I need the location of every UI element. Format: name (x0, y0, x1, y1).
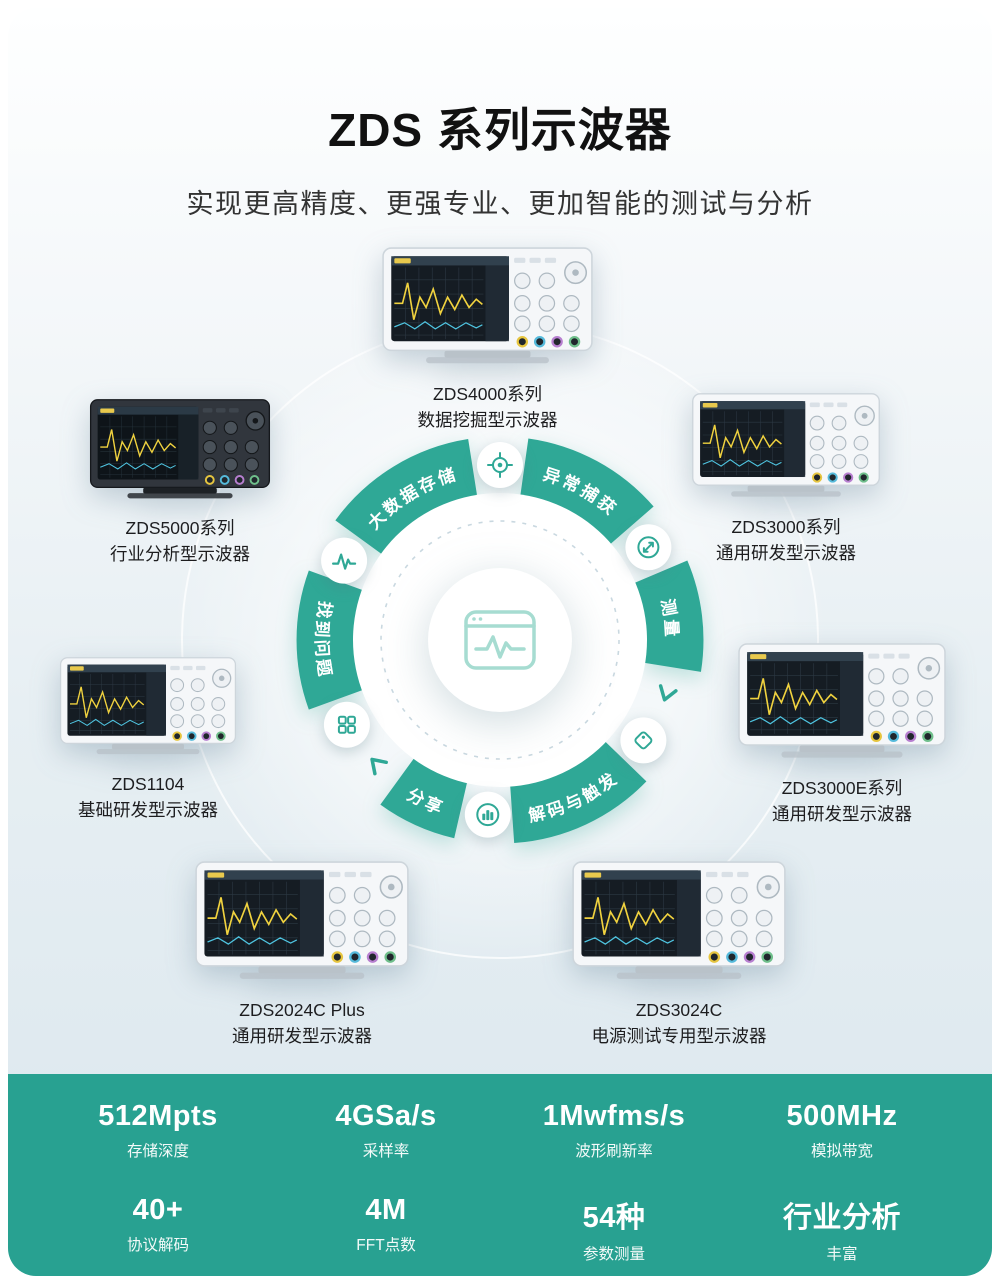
oscilloscope-image (193, 860, 411, 985)
oscilloscope-image (690, 392, 882, 502)
page-title: ZDS 系列示波器 (328, 104, 672, 156)
browser-waveform-icon (464, 610, 536, 670)
stat-value: 500MHz (786, 1100, 898, 1132)
product-name: ZDS1104 (111, 773, 185, 794)
center-disc (428, 568, 572, 712)
cycle-ring (296, 438, 704, 844)
oscilloscope-image (58, 656, 238, 759)
stat-label: FFT点数 (356, 1236, 416, 1254)
product-zds3000e: ZDS3000E系列 通用研发型示波器 (736, 642, 948, 828)
product-name: ZDS3024C (635, 999, 723, 1020)
product-name: ZDS5000系列 (125, 518, 235, 539)
svg-text:测量: 测量 (657, 597, 682, 640)
stat-label: 参数测量 (582, 1245, 645, 1263)
oscilloscope-image (736, 642, 948, 763)
product-desc: 电源测试专用型示波器 (591, 1025, 767, 1046)
stat-value: 4GSa/s (335, 1100, 437, 1132)
stat-value: 行业分析 (782, 1201, 901, 1234)
stat-item: 40+ 协议解码 (44, 1194, 272, 1277)
product-zds2024c-plus: ZDS2024C Plus 通用研发型示波器 (193, 860, 411, 1049)
promo-card: ZDS 系列示波器 实现更高精度、更强专业、更加智能的测试与分析 (8, 8, 992, 1276)
stat-item: 行业分析 丰富 (728, 1194, 956, 1277)
hero-section: ZDS 系列示波器 实现更高精度、更强专业、更加智能的测试与分析 (8, 8, 992, 221)
pulse-waveform-icon (321, 537, 368, 584)
product-name: ZDS4000系列 (433, 383, 542, 404)
expand-arrows-icon (625, 524, 672, 571)
cycle-segment-label: 测量 (657, 597, 679, 640)
stat-item: 4M FFT点数 (272, 1194, 500, 1277)
product-zds3000: ZDS3000系列 通用研发型示波器 (690, 392, 882, 566)
product-zds4000: ZDS4000系列 数据挖掘型示波器 (380, 246, 595, 433)
oscilloscope-image (380, 246, 595, 369)
oscilloscope-image (570, 860, 788, 985)
product-desc: 通用研发型示波器 (772, 804, 912, 825)
product-zds1104: ZDS1104 基础研发型示波器 (58, 656, 238, 823)
stat-item: 1Mwfms/s 波形刷新率 (500, 1100, 728, 1174)
stat-value: 54种 (582, 1201, 646, 1234)
cycle-segment-label: 找到问题 (312, 600, 333, 681)
stats-band: 512Mpts 存储深度 4GSa/s 采样率 1Mwfms/s 波形刷新率 5… (8, 1074, 992, 1276)
stat-label: 波形刷新率 (575, 1143, 653, 1160)
stat-item: 500MHz 模拟带宽 (728, 1100, 956, 1174)
bar-chart-icon (464, 791, 511, 838)
stat-value: 4M (365, 1193, 407, 1226)
svg-text:找到问题: 找到问题 (312, 600, 336, 681)
tag-icon (620, 717, 667, 764)
product-zds5000: ZDS5000系列 行业分析型示波器 (88, 398, 272, 568)
grid-icon (323, 701, 370, 748)
dashed-circle (380, 520, 620, 760)
stat-item: 54种 参数测量 (500, 1194, 728, 1277)
product-desc: 通用研发型示波器 (232, 1025, 372, 1046)
product-desc: 数据挖掘型示波器 (417, 410, 558, 431)
page-subtitle: 实现更高精度、更强专业、更加智能的测试与分析 (186, 189, 814, 219)
product-desc: 基础研发型示波器 (78, 800, 218, 821)
product-zds3024c: ZDS3024C 电源测试专用型示波器 (570, 860, 788, 1049)
product-desc: 行业分析型示波器 (110, 544, 250, 565)
stat-item: 512Mpts 存储深度 (44, 1100, 272, 1174)
product-name: ZDS2024C Plus (239, 999, 365, 1020)
product-desc: 通用研发型示波器 (716, 542, 856, 563)
stat-value: 40+ (132, 1193, 184, 1226)
stat-label: 采样率 (362, 1143, 410, 1160)
stat-label: 丰富 (826, 1245, 858, 1263)
stat-value: 512Mpts (98, 1100, 218, 1132)
product-name: ZDS3000E系列 (781, 778, 903, 799)
cycle-arrow-icon (370, 757, 388, 776)
cycle-diagram: 大数据存储 异常捕获 测量 解码与触发 分享 找到问题 (170, 310, 830, 970)
stat-item: 4GSa/s 采样率 (272, 1100, 500, 1174)
stat-label: 模拟带宽 (810, 1143, 873, 1160)
crosshair-target-icon (477, 442, 523, 488)
product-name: ZDS3000系列 (731, 516, 841, 537)
oscilloscope-image (88, 398, 272, 503)
stat-label: 存储深度 (126, 1143, 189, 1160)
cycle-arrow-icon (658, 684, 678, 702)
stat-value: 1Mwfms/s (542, 1100, 686, 1132)
stat-label: 协议解码 (126, 1236, 189, 1254)
